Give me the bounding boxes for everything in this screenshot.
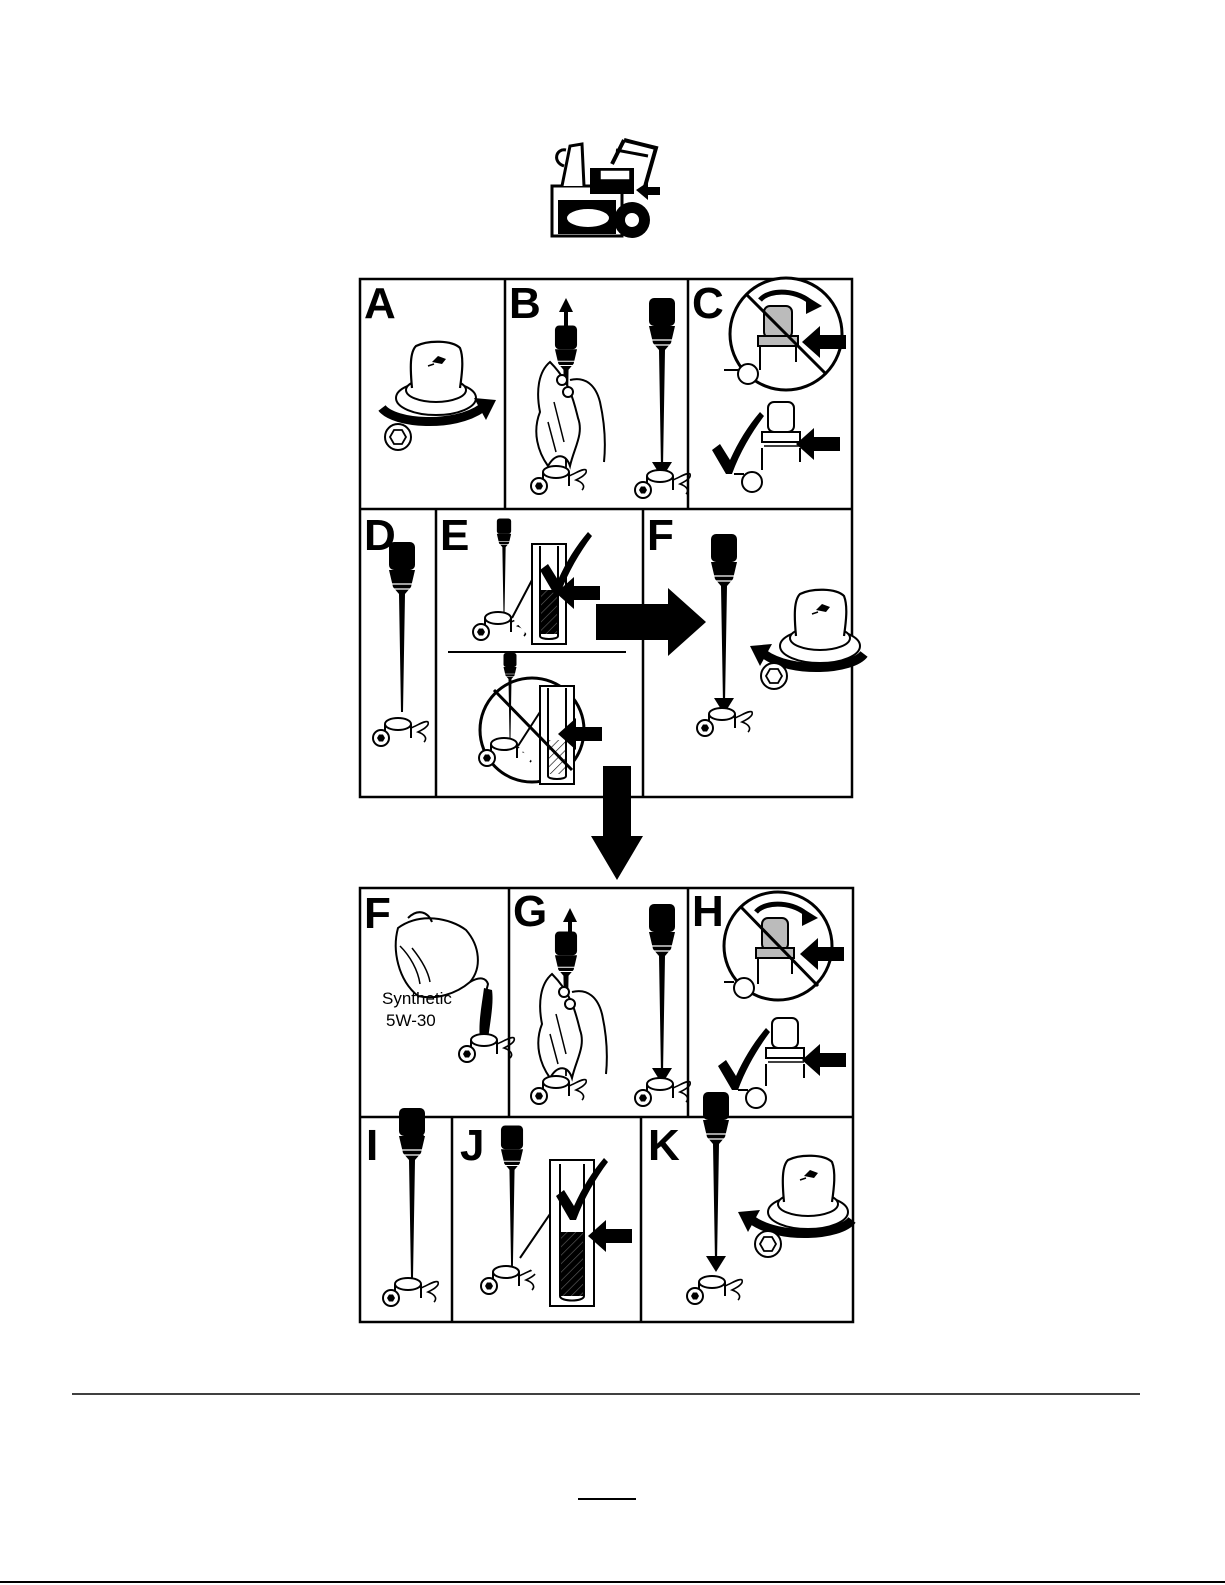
oil-type-label: Synthetic	[382, 989, 452, 1008]
oil-viscosity-label: 5W-30	[386, 1011, 436, 1030]
bolt-icon	[385, 424, 411, 450]
bolt-icon	[761, 663, 787, 689]
bottom-instruction-grid: F Synthetic 5W-30 G H	[360, 887, 853, 1322]
panel-letter: A	[364, 279, 396, 328]
panel-letter: J	[460, 1121, 484, 1170]
panel-letter: B	[509, 279, 541, 328]
snowblower-icon	[552, 140, 660, 238]
panel-letter: K	[648, 1121, 680, 1170]
top-instruction-grid: A B C	[360, 278, 864, 797]
panel-letter: C	[692, 279, 724, 328]
panel-letter: F	[364, 889, 391, 938]
panel-letter: H	[692, 887, 724, 936]
panel-letter: F	[647, 511, 674, 560]
panel-letter: G	[513, 887, 547, 936]
panel-letter: E	[440, 511, 469, 560]
bolt-icon	[755, 1231, 781, 1257]
panel-letter: I	[366, 1121, 378, 1170]
